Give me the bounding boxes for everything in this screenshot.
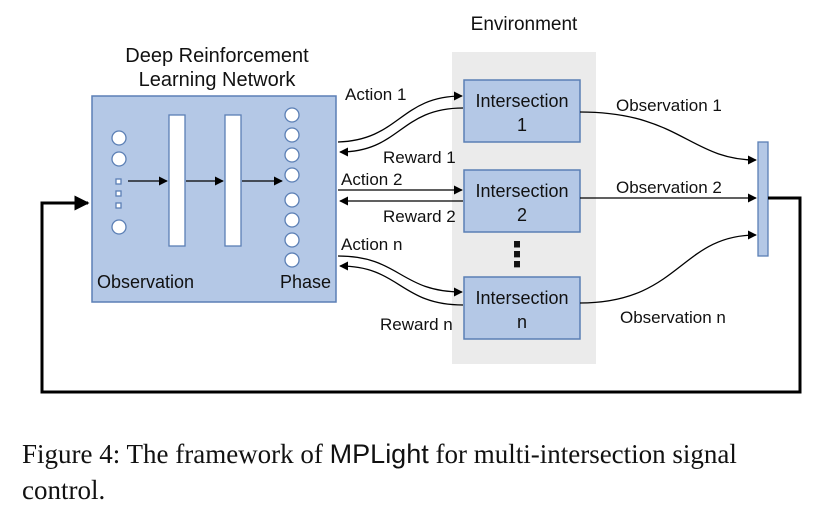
intersection-2-name: Intersection xyxy=(475,181,568,201)
ellipsis: ⋮ xyxy=(500,236,534,274)
observation-1-label: Observation 1 xyxy=(616,96,722,115)
action-n-label: Action n xyxy=(341,235,402,254)
caption-system-name: MPLight xyxy=(329,439,429,469)
figure-caption: Figure 4: The framework of MPLight for m… xyxy=(22,436,822,508)
action-n-arrow xyxy=(337,255,463,297)
caption-prefix: Figure 4: The framework of xyxy=(22,439,330,469)
phase-neurons xyxy=(284,107,300,268)
observation-label: Observation xyxy=(97,272,194,292)
caption-suffix: for multi-intersection signal control. xyxy=(22,439,737,505)
intersection-n: Intersection n xyxy=(463,276,581,340)
reward-1-label: Reward 1 xyxy=(383,148,456,167)
intersection-n-name: Intersection xyxy=(475,288,568,308)
intersection-2-index: 2 xyxy=(517,205,527,225)
observation-1-arrow xyxy=(579,111,757,165)
input-neurons xyxy=(111,130,127,235)
intersection-1: Intersection 1 xyxy=(463,79,581,143)
intersection-1-name: Intersection xyxy=(475,91,568,111)
observation-n-arrow xyxy=(579,230,757,304)
hidden-layer-2 xyxy=(224,114,242,247)
intersection-1-index: 1 xyxy=(517,115,527,135)
environment-label: Environment xyxy=(471,14,578,35)
hidden-layer-1 xyxy=(168,114,186,247)
network-title-line2: Learning Network xyxy=(139,69,297,91)
feedback-loop xyxy=(40,195,802,394)
reward-1-arrow xyxy=(339,107,464,157)
phase-label: Phase xyxy=(280,272,331,292)
action-1-label: Action 1 xyxy=(345,85,406,104)
intersection-2: Intersection 2 xyxy=(463,169,581,233)
framework-diagram: Environment Deep Reinforcement Learning … xyxy=(40,14,802,394)
reward-n-label: Reward n xyxy=(380,315,453,334)
reward-n-arrow xyxy=(339,261,464,306)
aggregation-bar xyxy=(757,141,769,257)
reward-2-label: Reward 2 xyxy=(383,207,456,226)
observation-n-label: Observation n xyxy=(620,308,726,327)
network-title-line1: Deep Reinforcement xyxy=(125,45,309,67)
intersection-n-index: n xyxy=(517,312,527,332)
observation-2-label: Observation 2 xyxy=(616,178,722,197)
action-1-arrow xyxy=(337,91,463,143)
action-2-label: Action 2 xyxy=(341,170,402,189)
